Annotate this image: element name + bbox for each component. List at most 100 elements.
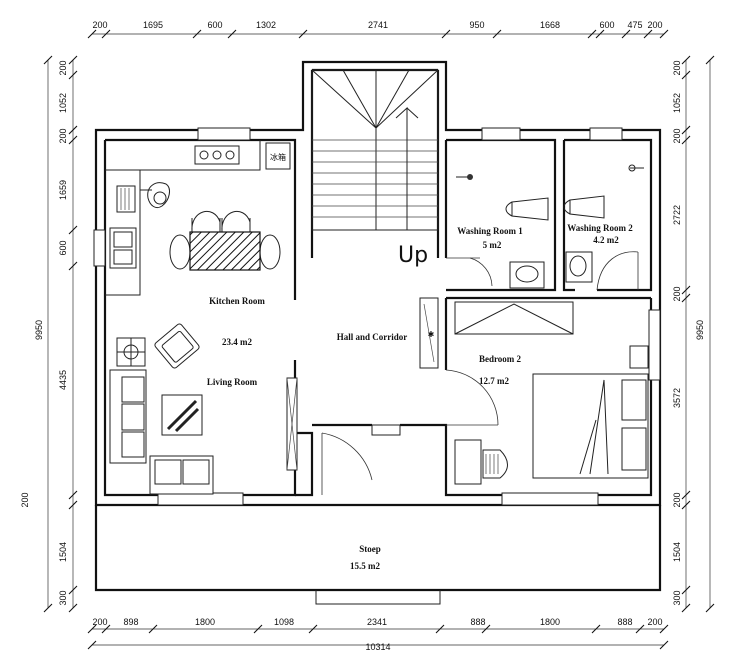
dim-right-3: 2722 [672,205,682,225]
dim-bottom-0: 200 [92,617,107,627]
dim-left-2: 200 [58,128,68,143]
dim-tick-left-7 [68,500,78,510]
dim-tick-right-4 [681,285,691,295]
dim-tick-bottom-9 [659,624,669,634]
dim-tick-top-5 [441,29,451,39]
dim-right-7: 1504 [672,542,682,562]
tv-stand-icon [116,337,146,367]
dim-top-4: 2741 [368,20,388,30]
dim-top-9: 200 [647,20,662,30]
person-icon [140,182,170,209]
dim-right-2: 200 [672,128,682,143]
dim-tick-right-5 [681,293,691,303]
dim-tick-right-6 [681,490,691,500]
dim-bottom-1: 898 [123,617,138,627]
dim-tick-bottom-0 [87,624,97,634]
dim-tick-top-2 [192,29,202,39]
washing-room-2-area: 4.2 m2 [593,235,619,245]
dim-bottom-3: 1098 [274,617,294,627]
dim-tick-bottom-1 [101,624,111,634]
dim-right-8: 300 [672,590,682,605]
dim-bottom-5: 888 [470,617,485,627]
kitchen-sink-icon [109,227,137,269]
dim-top-6: 1668 [540,20,560,30]
dim-left-8: 300 [58,590,68,605]
shelf-icon [286,377,298,471]
dim-top-5: 950 [469,20,484,30]
dim-tick-top-11 [659,29,669,39]
dim-tick-top-0 [87,29,97,39]
dimension-bottom [92,628,664,646]
dim-tick-top-10 [643,29,653,39]
dimension-labels-left: 200 1052 200 1659 600 4435 200 1504 300 … [20,60,68,605]
dim-tick-bottom-3 [253,624,263,634]
dim-top-7: 600 [599,20,614,30]
staircase [311,69,439,231]
dim-right-total: 9950 [695,320,705,340]
dim-tick-bottom-2 [148,624,158,634]
stove-icon [194,145,240,165]
dim-top-3: 1302 [256,20,276,30]
dim-tick-right-2 [681,125,691,135]
refrigerator-label: 冰箱 [270,152,286,162]
dim-right-6: 200 [672,492,682,507]
washing-room-2-label: Washing Room 2 [567,223,633,233]
dim-tick-top-6 [492,29,502,39]
dim-tick-right-3 [681,135,691,145]
dim-tick-right-1 [681,70,691,80]
bed-icon [532,373,649,479]
windows [93,127,661,506]
dim-bottom-4: 2341 [367,617,387,627]
dimension-labels-top: 200 1695 600 1302 2741 950 1668 600 475 … [92,20,662,30]
dimension-right [685,60,711,608]
dim-left-3: 1659 [58,180,68,200]
refrigerator-icon: 冰箱 [265,142,291,170]
hall-corridor-label: Hall and Corridor [337,332,408,342]
washing-room-1-label: Washing Room 1 [457,226,523,236]
dim-tick-bottom-total-0 [87,640,97,650]
bedroom-door [445,369,499,426]
dim-tick-left-5 [68,261,78,271]
dim-top-1: 1695 [143,20,163,30]
washing-room-1-fixtures [446,174,549,289]
svg-text:✱: ✱ [428,330,435,339]
dim-tick-top-3 [227,29,237,39]
dim-tick-right-0 [681,55,691,65]
dim-bottom-8: 200 [647,617,662,627]
dim-right-4: 200 [672,286,682,301]
dim-tick-left-8 [68,585,78,595]
kitchen-living-area-label: 23.4 m2 [222,337,252,347]
dim-tick-right-9 [681,603,691,613]
dim-tick-left-1 [68,70,78,80]
stair-up-label: Up [398,243,428,268]
dim-right-5: 3572 [672,388,682,408]
dim-left-4: 600 [58,240,68,255]
dim-bottom-2: 1800 [195,617,215,627]
dim-left-5: 4435 [58,370,68,390]
dim-bottom-6: 1800 [540,617,560,627]
dim-tick-right-total-0 [705,55,715,65]
dim-tick-right-7 [681,500,691,510]
sofa-icon [109,369,147,464]
dim-tick-top-7 [587,29,597,39]
dim-bottom-7: 888 [617,617,632,627]
dim-top-0: 200 [92,20,107,30]
dim-tick-right-total-1 [705,603,715,613]
dim-tick-left-total-0 [43,55,53,65]
dim-left-0: 200 [58,60,68,75]
dim-tick-bottom-5 [435,624,445,634]
dim-tick-right-8 [681,585,691,595]
dim-tick-top-8 [595,29,605,39]
dim-tick-left-6 [68,490,78,500]
dim-top-8: 475 [627,20,642,30]
desk-icon [454,439,508,485]
armchair-icon [154,323,200,369]
dim-tick-bottom-6 [481,624,491,634]
hall-cabinet: ✱ [419,297,439,369]
hall-door [321,432,373,495]
kitchen-counter [105,140,261,296]
wardrobe-icon [454,301,574,335]
dim-tick-top-4 [298,29,308,39]
dim-left-7: 1504 [58,542,68,562]
